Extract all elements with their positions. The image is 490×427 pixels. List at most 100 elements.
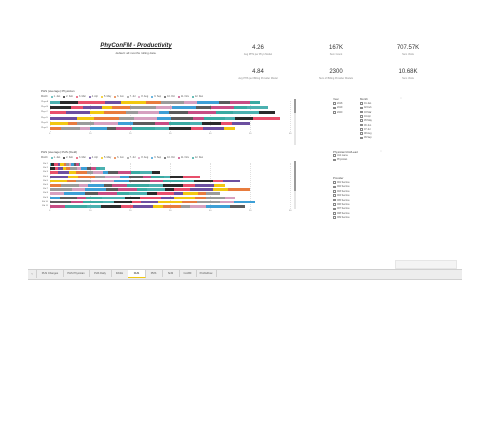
bar-segment[interactable] bbox=[197, 200, 221, 204]
bar-segment[interactable] bbox=[128, 175, 144, 179]
tab-profitsflow[interactable]: ProfitsFlow bbox=[196, 270, 217, 277]
bar-segment[interactable] bbox=[65, 167, 71, 170]
bar-segment[interactable] bbox=[50, 192, 65, 195]
bar-segment[interactable] bbox=[78, 163, 81, 166]
bar-segment[interactable] bbox=[233, 200, 255, 204]
bar-segment[interactable] bbox=[162, 179, 183, 183]
bar-segment[interactable] bbox=[51, 163, 55, 166]
bar-row[interactable] bbox=[50, 101, 260, 104]
bar-segment[interactable] bbox=[104, 101, 122, 104]
bar-segment[interactable] bbox=[113, 200, 132, 204]
slicer-option[interactable]: 008 Service bbox=[333, 212, 350, 215]
bar-segment[interactable] bbox=[93, 116, 119, 120]
bar-segment[interactable] bbox=[125, 196, 140, 200]
checkbox[interactable] bbox=[360, 102, 363, 105]
bar-segment[interactable] bbox=[161, 196, 175, 200]
legend-item[interactable]: 10. Oct bbox=[164, 95, 175, 98]
bar-segment[interactable] bbox=[117, 188, 137, 191]
legend-item[interactable]: 3. Mar bbox=[75, 156, 86, 159]
bar-segment[interactable] bbox=[120, 175, 129, 179]
tab-conbf[interactable]: ConBF bbox=[179, 270, 197, 277]
bar-segment[interactable] bbox=[172, 106, 197, 110]
chart1-scroll-thumb[interactable] bbox=[294, 99, 296, 113]
slicer-option[interactable]: 03 Mar bbox=[360, 111, 371, 114]
bar-segment[interactable] bbox=[74, 163, 76, 166]
bar-segment[interactable] bbox=[75, 163, 79, 166]
bar-row[interactable] bbox=[50, 184, 226, 187]
bar-segment[interactable] bbox=[50, 188, 73, 191]
bar-row[interactable] bbox=[50, 106, 269, 110]
clear-selection-icon[interactable]: ◌ bbox=[380, 149, 382, 153]
bar-segment[interactable] bbox=[233, 111, 260, 115]
checkbox[interactable] bbox=[333, 207, 336, 211]
bar-segment[interactable] bbox=[76, 116, 94, 120]
bar-segment[interactable] bbox=[170, 116, 193, 120]
bar-segment[interactable] bbox=[155, 121, 169, 125]
bar-segment[interactable] bbox=[103, 111, 127, 115]
bar-row[interactable] bbox=[50, 171, 160, 174]
legend-item[interactable]: 2. Feb bbox=[63, 156, 73, 159]
bar-segment[interactable] bbox=[50, 127, 62, 130]
bar-segment[interactable] bbox=[50, 175, 68, 179]
bar-segment[interactable] bbox=[206, 196, 225, 200]
checkbox[interactable] bbox=[360, 115, 363, 118]
slicer-option[interactable]: 05 May bbox=[360, 119, 372, 122]
bar-segment[interactable] bbox=[230, 101, 251, 104]
slicer-option[interactable]: 07 Jul bbox=[360, 128, 370, 131]
bar-segment[interactable] bbox=[194, 196, 207, 200]
bar-segment[interactable] bbox=[107, 127, 116, 130]
bar-row[interactable] bbox=[50, 121, 250, 125]
bar-segment[interactable] bbox=[136, 188, 148, 191]
bar-segment[interactable] bbox=[157, 200, 183, 204]
bar-segment[interactable] bbox=[75, 179, 92, 183]
bar-row[interactable] bbox=[50, 179, 240, 183]
bar-segment[interactable] bbox=[169, 127, 191, 130]
bar-segment[interactable] bbox=[82, 106, 103, 110]
bar-segment[interactable] bbox=[50, 205, 65, 208]
bar-segment[interactable] bbox=[214, 184, 226, 187]
bar-row[interactable] bbox=[50, 200, 255, 204]
bar-segment[interactable] bbox=[159, 111, 170, 115]
bar-segment[interactable] bbox=[64, 192, 85, 195]
checkbox[interactable] bbox=[333, 190, 336, 193]
bar-segment[interactable] bbox=[212, 179, 223, 183]
checkbox[interactable] bbox=[333, 111, 336, 114]
bar-segment[interactable] bbox=[203, 127, 224, 130]
bar-segment[interactable] bbox=[64, 205, 88, 208]
bar-row[interactable] bbox=[50, 192, 221, 195]
bar-segment[interactable] bbox=[50, 167, 56, 170]
bar-segment[interactable] bbox=[97, 192, 117, 195]
bar-segment[interactable] bbox=[70, 167, 77, 170]
bar-segment[interactable] bbox=[250, 101, 260, 104]
bar-segment[interactable] bbox=[189, 121, 202, 125]
bar-segment[interactable] bbox=[139, 171, 153, 174]
bar-row[interactable] bbox=[50, 188, 251, 191]
bar-segment[interactable] bbox=[80, 127, 91, 130]
bar-segment[interactable] bbox=[103, 200, 114, 204]
bar-segment[interactable] bbox=[116, 192, 129, 195]
bar-segment[interactable] bbox=[189, 205, 207, 208]
checkbox[interactable] bbox=[333, 154, 336, 157]
bar-segment[interactable] bbox=[105, 188, 118, 191]
bar-segment[interactable] bbox=[211, 106, 234, 110]
bar-segment[interactable] bbox=[50, 184, 61, 187]
bar-segment[interactable] bbox=[141, 200, 158, 204]
bar-segment[interactable] bbox=[174, 196, 195, 200]
bar-row[interactable] bbox=[50, 163, 81, 166]
chart1-scrollbar[interactable] bbox=[294, 99, 296, 145]
bar-segment[interactable] bbox=[233, 106, 247, 110]
legend-item[interactable]: 2. Feb bbox=[63, 95, 73, 98]
slicer-option[interactable]: 01 Jan bbox=[360, 102, 371, 105]
bar-segment[interactable] bbox=[99, 167, 105, 170]
bar-segment[interactable] bbox=[223, 127, 235, 130]
legend-item[interactable]: 12. Dec bbox=[191, 95, 203, 98]
legend-item[interactable]: 11. Nov bbox=[177, 156, 189, 159]
checkbox[interactable] bbox=[333, 181, 336, 184]
bar-segment[interactable] bbox=[57, 171, 70, 174]
bar-segment[interactable] bbox=[129, 106, 156, 110]
bar-row[interactable] bbox=[50, 205, 245, 208]
legend-item[interactable]: 5. May bbox=[100, 156, 111, 159]
legend-item[interactable]: 9. Sep bbox=[151, 95, 161, 98]
bar-segment[interactable] bbox=[84, 192, 98, 195]
bar-segment[interactable] bbox=[77, 121, 94, 125]
